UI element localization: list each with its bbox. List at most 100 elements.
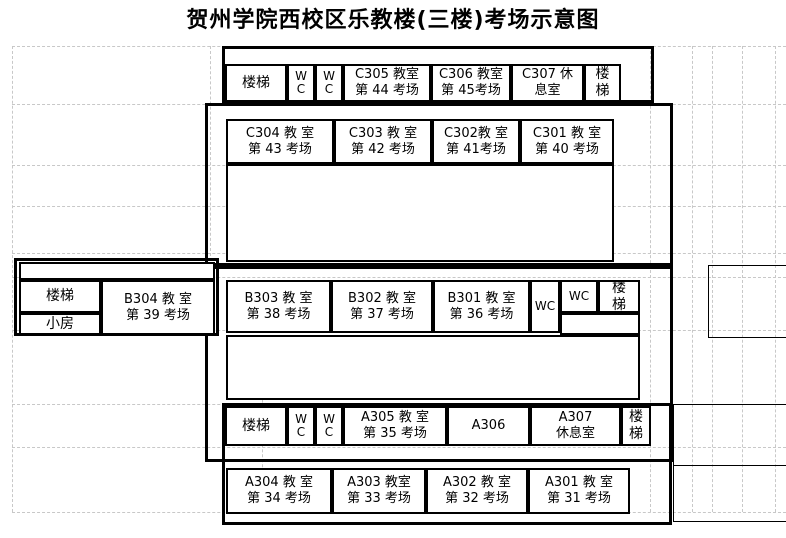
room-a304[interactable]: A304 教 室 第 34 考场 bbox=[226, 468, 332, 514]
room-a305[interactable]: A305 教 室 第 35 考场 bbox=[343, 406, 447, 446]
room-label-line1: C303 教 室 bbox=[348, 125, 418, 141]
gridline-v bbox=[712, 46, 713, 512]
room-label-line1: W bbox=[323, 69, 335, 84]
room-b-stair-left[interactable]: 楼梯 bbox=[19, 280, 101, 313]
room-c301[interactable]: C301 教 室 第 40 考场 bbox=[520, 119, 614, 164]
room-label-line1: A306 bbox=[471, 418, 506, 434]
room-label-line1: W bbox=[323, 412, 335, 427]
room-label-line2: 梯 bbox=[595, 83, 610, 99]
room-a303[interactable]: A303 教室 第 33 考场 bbox=[332, 468, 426, 514]
room-label-line1: B302 教 室 bbox=[348, 290, 416, 306]
room-label-line1: C301 教 室 bbox=[532, 125, 602, 141]
room-a307[interactable]: A307 休息室 bbox=[530, 406, 621, 446]
room-label-line1: 楼梯 bbox=[46, 288, 74, 305]
room-label-line1: C305 教室 bbox=[354, 67, 420, 83]
room-b301[interactable]: B301 教 室 第 36 考场 bbox=[433, 280, 530, 333]
room-label-line1: A304 教 室 bbox=[245, 475, 313, 491]
room-label-line2: 第 34 考场 bbox=[247, 491, 311, 506]
room-label-line1: 楼 bbox=[629, 409, 643, 426]
room-label-line1: C307 休 bbox=[521, 67, 574, 83]
room-b-stair-right[interactable]: 楼 梯 bbox=[598, 280, 640, 313]
room-label-line1: 楼梯 bbox=[242, 417, 270, 434]
gridline-v bbox=[742, 46, 743, 512]
room-label-line1: A303 教室 bbox=[347, 475, 411, 491]
annex-outline-right-lower bbox=[673, 404, 786, 466]
room-label-line1: WC bbox=[568, 289, 590, 304]
room-label-line2: 第 37 考场 bbox=[350, 306, 414, 322]
room-label-line1: A302 教 室 bbox=[443, 475, 511, 491]
gridline-v bbox=[210, 46, 211, 256]
room-c-wc-2[interactable]: W C bbox=[315, 64, 343, 102]
gridline-v bbox=[775, 46, 776, 512]
room-label-line2: 第 38 考场 bbox=[246, 306, 311, 322]
room-c-wc-1[interactable]: W C bbox=[287, 64, 315, 102]
room-label-line1: W bbox=[295, 412, 307, 427]
gridline-h bbox=[12, 277, 786, 278]
room-a302[interactable]: A302 教 室 第 32 考场 bbox=[426, 468, 528, 514]
room-b-wc-2[interactable]: WC bbox=[560, 280, 598, 313]
room-label-line2: C bbox=[324, 425, 334, 439]
room-label-line1: B303 教 室 bbox=[244, 290, 313, 306]
room-label-line1: C304 教 室 bbox=[245, 125, 315, 141]
room-c-stair-left[interactable]: 楼梯 bbox=[225, 64, 287, 102]
room-b-wc-1[interactable]: WC bbox=[530, 280, 560, 333]
room-label-line2: 第 35 考场 bbox=[363, 426, 427, 441]
room-c302[interactable]: C302教 室 第 41考场 bbox=[432, 119, 520, 164]
room-label-line1: 小房 bbox=[46, 315, 74, 332]
room-label-line1: 楼 bbox=[595, 66, 610, 83]
room-label-line1: A305 教 室 bbox=[361, 410, 429, 426]
room-a301[interactable]: A301 教 室 第 31 考场 bbox=[528, 468, 630, 514]
room-label-line2: 第 31 考场 bbox=[547, 491, 611, 506]
room-label-line2: 第 45考场 bbox=[441, 83, 501, 98]
room-label-line2: 第 41考场 bbox=[446, 141, 506, 157]
room-a-stair-left[interactable]: 楼梯 bbox=[225, 406, 287, 446]
building-outline-c-main bbox=[205, 103, 673, 266]
room-c303[interactable]: C303 教 室 第 42 考场 bbox=[334, 119, 432, 164]
gridline-v bbox=[12, 46, 13, 512]
room-c305[interactable]: C305 教室 第 44 考场 bbox=[343, 64, 431, 102]
room-label-line2: 第 44 考场 bbox=[355, 83, 419, 98]
room-a-wc-2[interactable]: W C bbox=[315, 406, 343, 446]
room-a-wc-1[interactable]: W C bbox=[287, 406, 315, 446]
corridor-b-left-strip bbox=[19, 262, 215, 280]
gridline-v bbox=[650, 46, 651, 512]
corridor-b-wing bbox=[226, 335, 640, 400]
room-b302[interactable]: B302 教 室 第 37 考场 bbox=[331, 280, 433, 333]
room-label-line2: 第 42 考场 bbox=[351, 141, 415, 157]
room-a306[interactable]: A306 bbox=[447, 406, 530, 446]
room-label-line2: 休息室 bbox=[555, 426, 595, 441]
corridor-c-wing bbox=[226, 164, 614, 262]
room-label-line1: B301 教 室 bbox=[447, 290, 516, 306]
corridor-b-tail-strip bbox=[560, 313, 640, 335]
room-b-smallroom[interactable]: 小房 bbox=[19, 313, 101, 335]
room-b303[interactable]: B303 教 室 第 38 考场 bbox=[226, 280, 331, 333]
room-label-line1: 楼 bbox=[612, 280, 626, 296]
room-label-line1: A307 bbox=[558, 410, 593, 426]
room-label-line1: B304 教 室 bbox=[124, 291, 192, 307]
room-label-line2: C bbox=[296, 425, 306, 439]
room-label-line1: C302教 室 bbox=[443, 125, 509, 141]
room-label-line1: WC bbox=[534, 299, 556, 314]
room-c304[interactable]: C304 教 室 第 43 考场 bbox=[226, 119, 334, 164]
annex-outline-right-bottom bbox=[673, 466, 786, 522]
gridline-v bbox=[692, 46, 693, 512]
page-title: 贺州学院西校区乐教楼(三楼)考场示意图 bbox=[186, 8, 600, 33]
room-label-line2: 第 32 考场 bbox=[445, 491, 509, 506]
room-label-line2: 第 43 考场 bbox=[248, 141, 312, 157]
room-c306[interactable]: C306 教室 第 45考场 bbox=[431, 64, 511, 102]
building-outline-b-main bbox=[205, 266, 673, 462]
room-b304[interactable]: B304 教 室 第 39 考场 bbox=[101, 280, 215, 335]
room-c-stair-right[interactable]: 楼 梯 bbox=[584, 64, 621, 102]
room-label-line2: 第 39 考场 bbox=[126, 307, 190, 323]
room-label-line1: W bbox=[295, 69, 307, 84]
annex-outline-right-upper bbox=[708, 265, 786, 338]
room-label-line2: 息室 bbox=[534, 83, 561, 98]
room-a-stair-right[interactable]: 楼 梯 bbox=[621, 406, 651, 446]
room-label-line1: A301 教 室 bbox=[545, 475, 613, 491]
room-label-line2: 第 33 考场 bbox=[347, 491, 411, 506]
room-label-line2: 第 36 考场 bbox=[449, 306, 514, 322]
room-c307[interactable]: C307 休 息室 bbox=[511, 64, 584, 102]
room-label-line2: 梯 bbox=[629, 426, 643, 442]
room-label-line2: 第 40 考场 bbox=[535, 141, 599, 157]
